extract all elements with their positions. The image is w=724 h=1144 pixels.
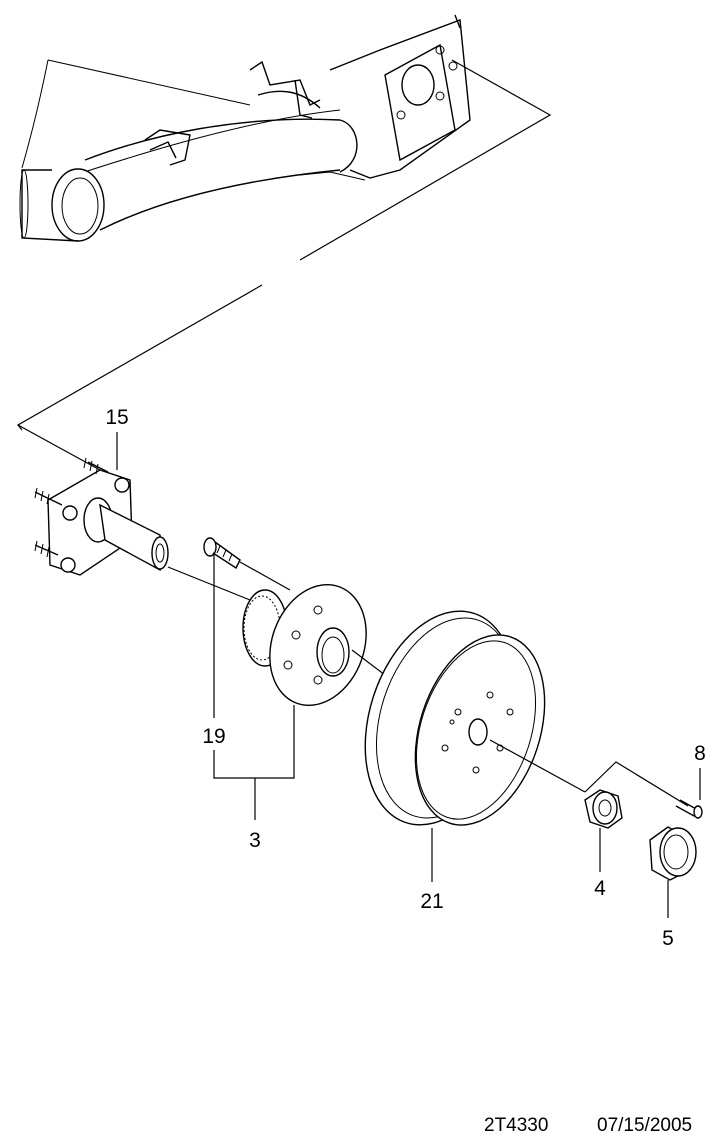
part-label-8: 8 — [694, 742, 706, 765]
drum-screw — [675, 799, 703, 819]
part-label-19: 19 — [202, 725, 225, 748]
hub-nut — [584, 789, 623, 829]
rear-axle-beam — [19, 14, 471, 242]
assembly-guide-lines — [16, 59, 552, 471]
drum-centerline — [489, 739, 586, 793]
hub-assembly — [242, 583, 367, 707]
part-label-15: 15 — [105, 406, 128, 429]
stub-axle-flange — [34, 457, 169, 576]
dust-cap — [649, 826, 697, 881]
brake-drum — [364, 610, 546, 826]
hub-centerline — [351, 649, 386, 676]
wheel-bolt — [203, 537, 241, 570]
part-label-4: 4 — [594, 877, 606, 900]
bolt-centerline — [239, 561, 291, 591]
part-label-5: 5 — [662, 927, 674, 950]
part-label-21: 21 — [420, 890, 443, 913]
axle-centerline — [167, 566, 251, 601]
part-label-3: 3 — [249, 829, 261, 852]
drawing-code: 2T4330 — [484, 1115, 548, 1136]
leader-lines — [116, 432, 701, 918]
drawing-date: 07/15/2005 — [597, 1115, 692, 1136]
